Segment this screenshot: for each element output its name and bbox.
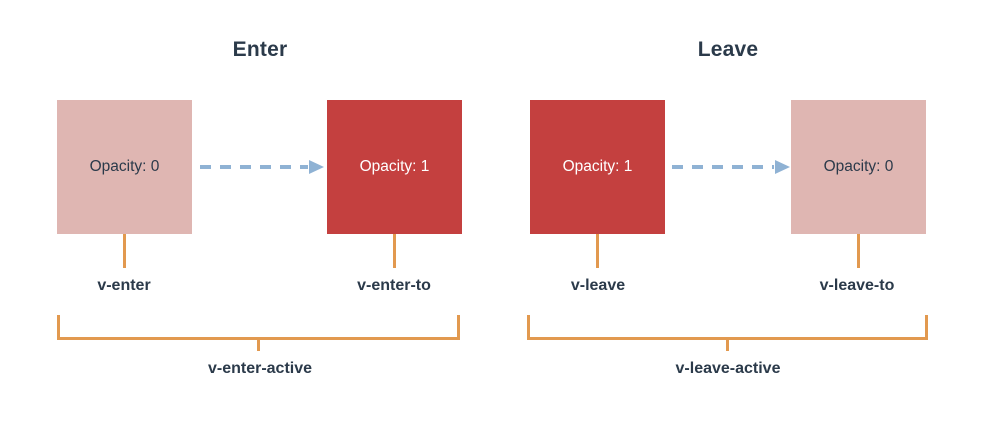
enter-from-leader-line bbox=[123, 234, 126, 268]
leave-to-leader-line bbox=[857, 234, 860, 268]
group-title-leave: Leave bbox=[697, 38, 759, 61]
class-label-v-enter-active: v-enter-active bbox=[207, 360, 313, 377]
enter-to-box: Opacity: 1 bbox=[327, 100, 462, 234]
enter-from-box-label: Opacity: 0 bbox=[89, 158, 160, 175]
class-label-v-leave-active: v-leave-active bbox=[675, 360, 781, 377]
leave-from-leader-line bbox=[596, 234, 599, 268]
class-label-v-enter-to: v-enter-to bbox=[357, 277, 431, 294]
leave-active-bracket-stem bbox=[726, 337, 729, 351]
leave-transition-arrow bbox=[672, 160, 790, 174]
enter-arrow-head bbox=[309, 160, 324, 174]
enter-to-box-label: Opacity: 1 bbox=[359, 158, 430, 175]
leave-arrow-head bbox=[775, 160, 790, 174]
enter-from-box: Opacity: 0 bbox=[57, 100, 192, 234]
leave-from-box: Opacity: 1 bbox=[530, 100, 665, 234]
enter-to-leader-line bbox=[393, 234, 396, 268]
group-title-enter: Enter bbox=[232, 38, 288, 61]
enter-transition-arrow bbox=[200, 160, 324, 174]
class-label-v-leave: v-leave bbox=[570, 277, 626, 294]
class-label-v-leave-to: v-leave-to bbox=[819, 277, 895, 294]
leave-to-box-label: Opacity: 0 bbox=[823, 158, 894, 175]
leave-to-box: Opacity: 0 bbox=[791, 100, 926, 234]
leave-from-box-label: Opacity: 1 bbox=[562, 158, 633, 175]
enter-active-bracket-stem bbox=[257, 337, 260, 351]
leave-arrow-shaft bbox=[672, 165, 774, 169]
class-label-v-enter: v-enter bbox=[97, 277, 151, 294]
enter-arrow-shaft bbox=[200, 165, 308, 169]
